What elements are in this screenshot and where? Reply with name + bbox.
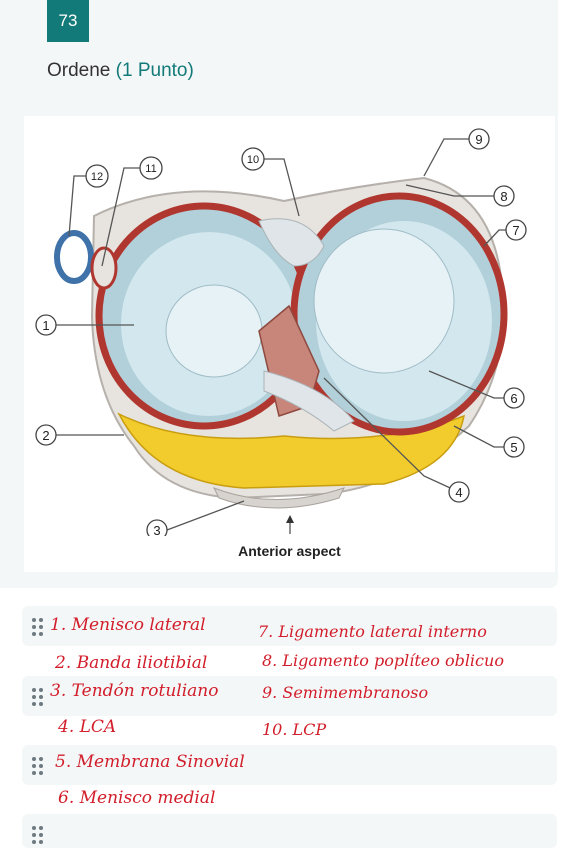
answer-left-1: 1. Menisco lateral bbox=[50, 615, 206, 635]
svg-text:5: 5 bbox=[510, 440, 517, 455]
answer-right-10: 10. LCP bbox=[262, 720, 327, 739]
drag-handle-icon[interactable] bbox=[32, 688, 44, 706]
svg-text:7: 7 bbox=[512, 223, 519, 238]
answer-right-7: 7. Ligamento lateral interno bbox=[258, 622, 487, 641]
bursa-inner bbox=[90, 246, 118, 290]
knee-anatomy-illustration: 1 2 3 4 5 6 7 8 9 10 11 12 bbox=[35, 128, 527, 536]
order-option-3[interactable] bbox=[22, 745, 557, 785]
figure-label-12: 12 bbox=[85, 164, 109, 188]
figure-label-2: 2 bbox=[35, 424, 57, 446]
answer-left-3: 3. Tendón rotuliano bbox=[50, 681, 219, 701]
svg-text:8: 8 bbox=[500, 189, 507, 204]
drag-handle-icon[interactable] bbox=[32, 826, 44, 844]
ligament-band bbox=[263, 370, 355, 432]
order-option-1[interactable] bbox=[22, 606, 557, 646]
answer-left-6: 6. Menisco medial bbox=[58, 788, 216, 808]
posterior-ligament bbox=[258, 218, 325, 267]
fat-pad bbox=[117, 412, 466, 489]
lateral-inner bbox=[165, 284, 263, 378]
figure-label-4: 4 bbox=[448, 481, 470, 503]
lateral-bursa bbox=[54, 230, 94, 284]
svg-text:4: 4 bbox=[455, 485, 462, 500]
figure-label-7: 7 bbox=[505, 219, 527, 241]
svg-text:9: 9 bbox=[475, 132, 482, 147]
medial-inner bbox=[313, 228, 455, 374]
figure-label-9: 9 bbox=[468, 128, 490, 150]
svg-text:1: 1 bbox=[42, 318, 49, 333]
answer-left-5: 5. Membrana Sinovial bbox=[55, 752, 245, 772]
answer-left-4: 4. LCA bbox=[58, 717, 117, 737]
figure-label-10: 10 bbox=[241, 147, 265, 171]
figure-label-6: 6 bbox=[503, 387, 525, 409]
svg-text:3: 3 bbox=[153, 523, 160, 536]
svg-text:6: 6 bbox=[510, 391, 517, 406]
svg-text:10: 10 bbox=[247, 154, 259, 166]
drag-handle-icon[interactable] bbox=[32, 757, 44, 775]
answer-left-2: 2. Banda iliotibial bbox=[55, 653, 208, 673]
question-title-text: Ordene bbox=[47, 60, 111, 81]
figure-label-5: 5 bbox=[503, 436, 525, 458]
drag-handle-icon[interactable] bbox=[32, 618, 44, 636]
patellar-tendon bbox=[212, 487, 345, 509]
order-option-4[interactable] bbox=[22, 814, 557, 848]
figure-label-8: 8 bbox=[493, 185, 515, 207]
svg-text:12: 12 bbox=[91, 171, 103, 183]
leader-lines bbox=[56, 138, 516, 534]
answer-right-9: 9. Semimembranoso bbox=[262, 683, 429, 702]
order-option-2[interactable] bbox=[22, 676, 557, 716]
question-card: 73 Ordene (1 Punto) bbox=[0, 0, 558, 588]
figure-label-3: 3 bbox=[146, 519, 168, 536]
knee-anatomy-figure: 1 2 3 4 5 6 7 8 9 10 11 12 Anterior aspe… bbox=[24, 116, 555, 572]
question-title: Ordene (1 Punto) bbox=[47, 60, 194, 82]
answer-right-8: 8. Ligamento poplíteo oblicuo bbox=[262, 651, 504, 670]
figure-labels: 1 2 3 4 5 6 7 8 9 10 11 12 bbox=[35, 128, 527, 536]
svg-text:11: 11 bbox=[145, 163, 156, 175]
figure-caption: Anterior aspect bbox=[238, 543, 341, 559]
question-number: 73 bbox=[47, 0, 89, 42]
figure-label-11: 11 bbox=[139, 156, 163, 180]
question-points: (1 Punto) bbox=[115, 60, 194, 81]
figure-label-1: 1 bbox=[35, 314, 57, 336]
svg-text:2: 2 bbox=[42, 428, 49, 443]
anterior-arrow-icon bbox=[286, 515, 294, 523]
